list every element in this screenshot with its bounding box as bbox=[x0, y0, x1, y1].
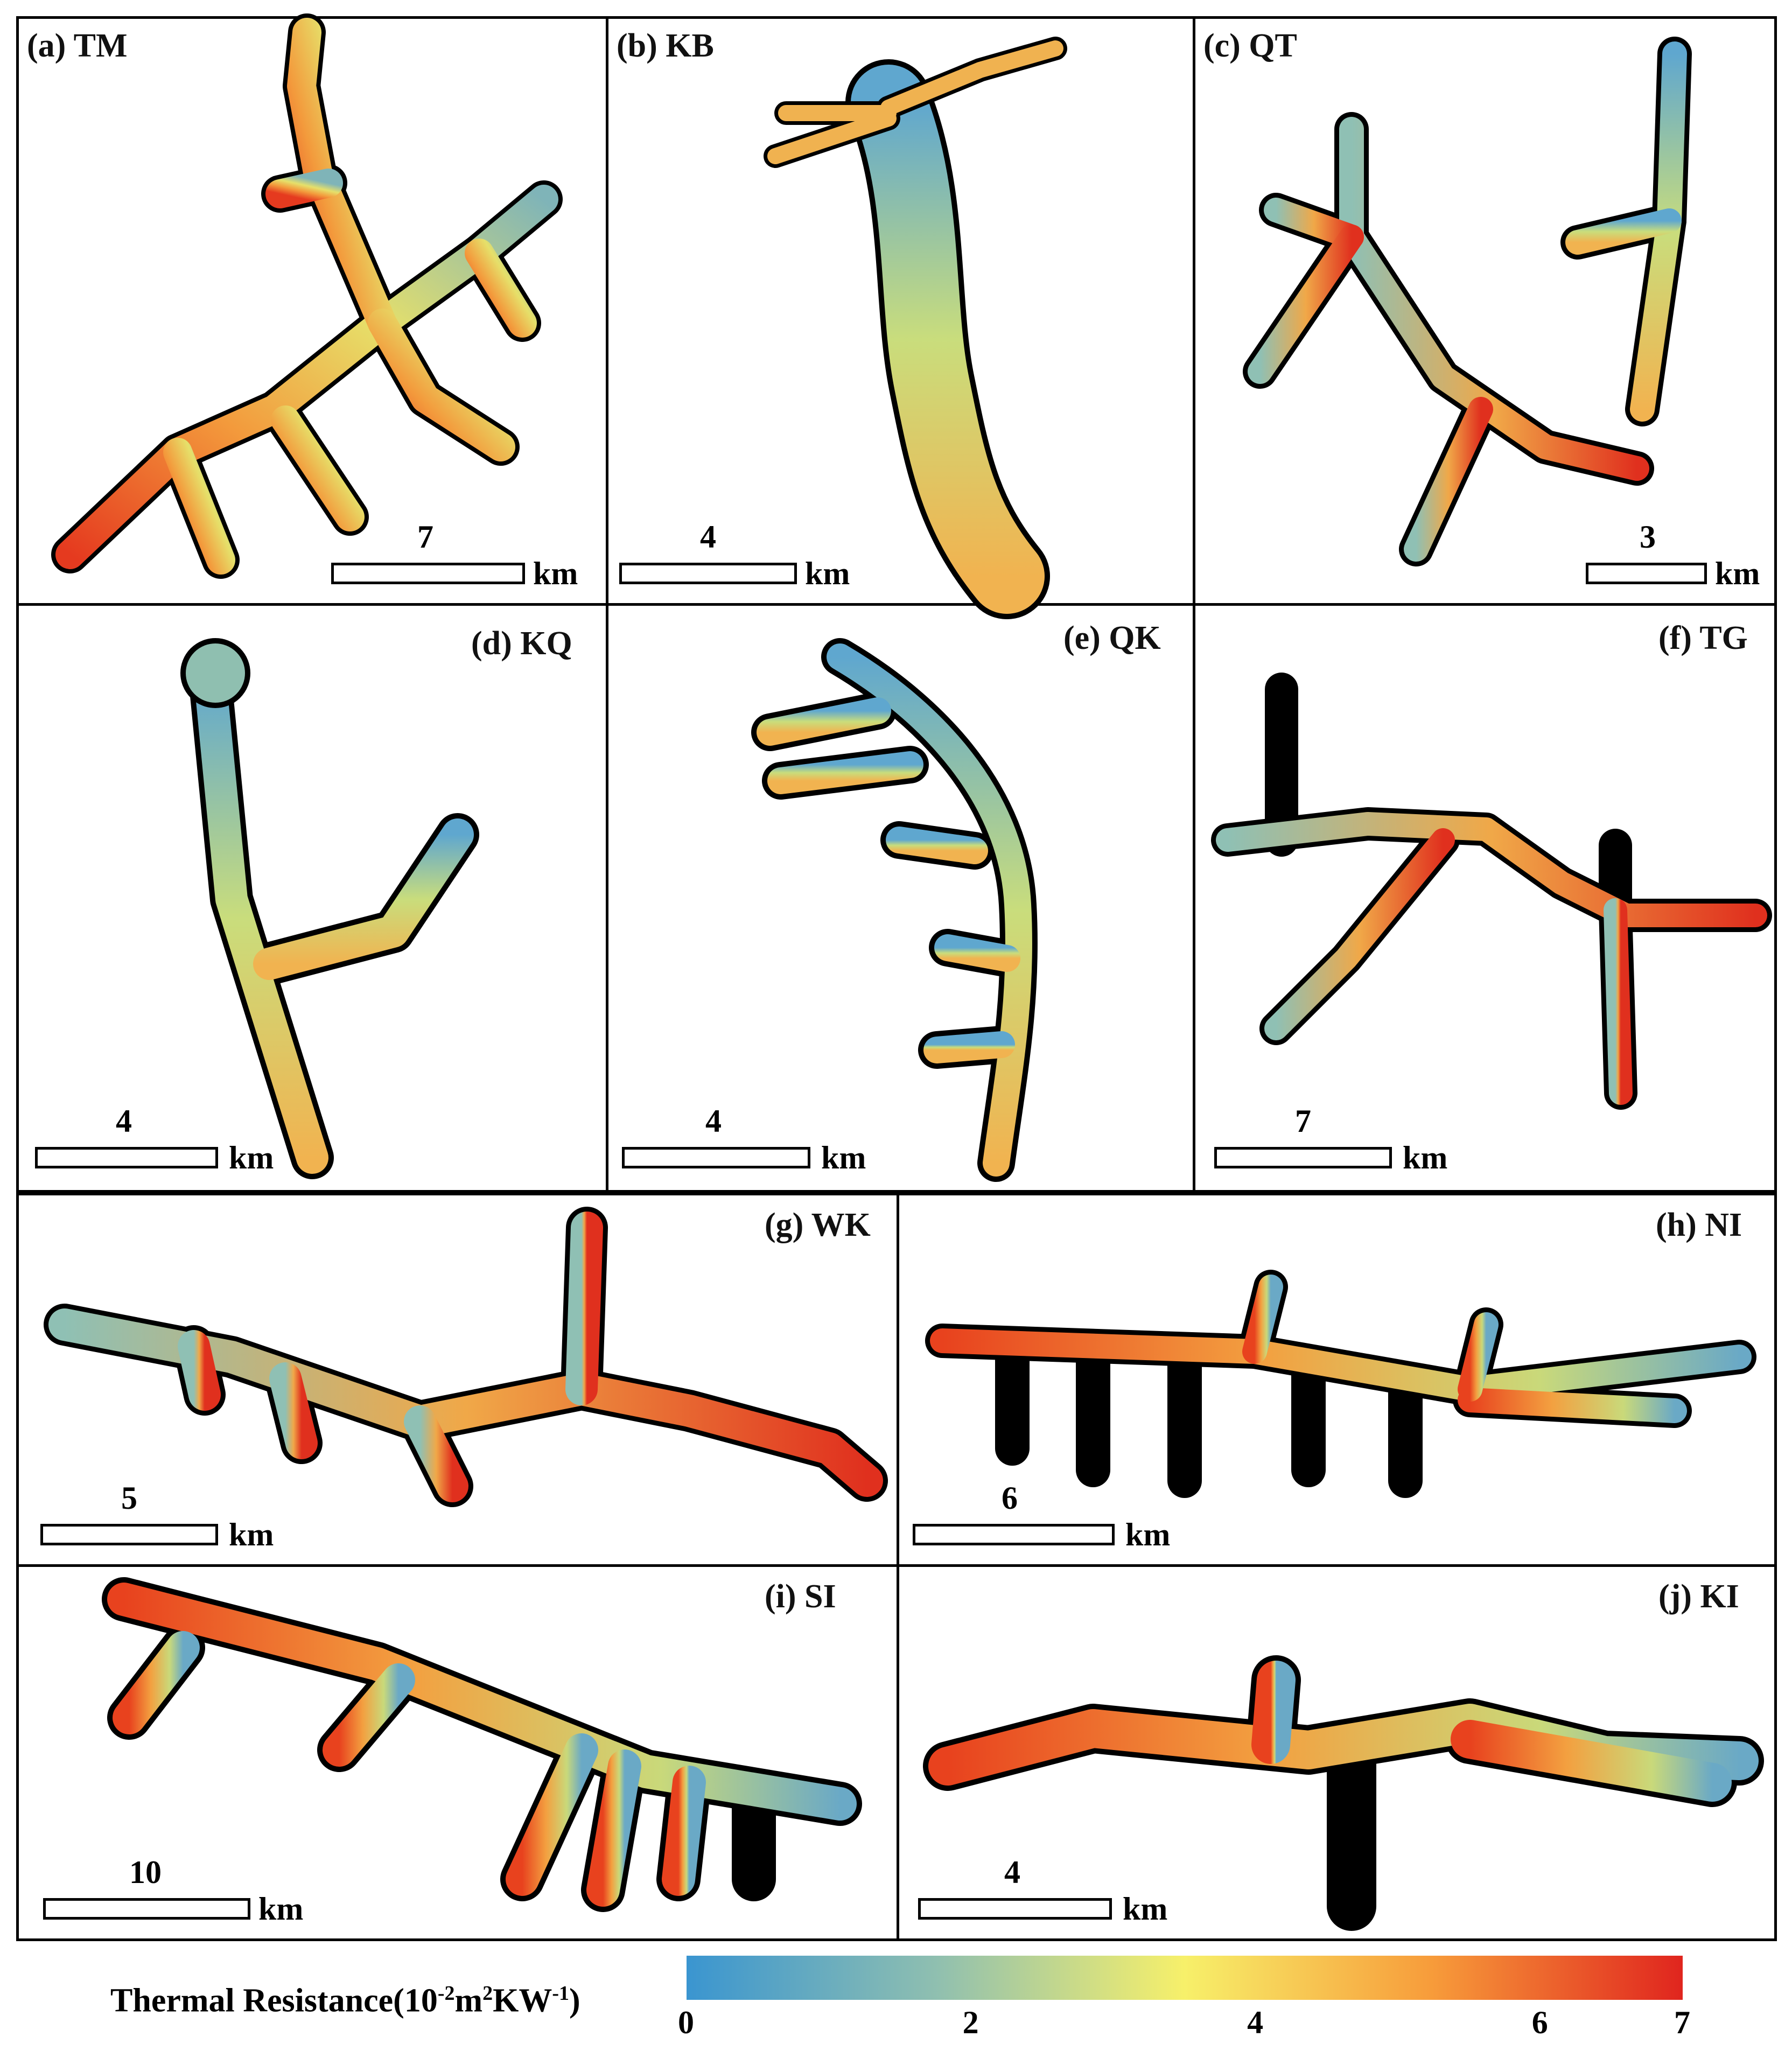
panel-a-scale-bar bbox=[331, 563, 525, 584]
glacier-kq-map bbox=[180, 638, 479, 1179]
panel-b-scale-unit: km bbox=[805, 556, 850, 591]
glacier-tm-map bbox=[51, 13, 563, 579]
legend-title-end: ) bbox=[569, 1982, 580, 2019]
colorbar-tick-6: 6 bbox=[1531, 2005, 1548, 2040]
panel-b-scale-value: 4 bbox=[700, 519, 716, 555]
panel-i-scale-value: 10 bbox=[129, 1854, 162, 1890]
panel-g-scale-bar bbox=[40, 1524, 218, 1545]
legend-title: Thermal Resistance(10-2m2KW-1) bbox=[110, 1982, 580, 2020]
panel-a-scale-unit: km bbox=[533, 556, 578, 591]
panel-e-scale-value: 4 bbox=[705, 1103, 722, 1139]
panel-j-scale-value: 4 bbox=[1004, 1854, 1020, 1890]
panel-e-scale-bar bbox=[622, 1147, 810, 1168]
glacier-ni-map bbox=[925, 1270, 1756, 1498]
panel-e-scale-unit: km bbox=[821, 1140, 866, 1175]
panel-g-label: (g) WK bbox=[765, 1207, 871, 1243]
panel-d-scale-unit: km bbox=[229, 1140, 274, 1175]
panel-d-label: (d) KQ bbox=[471, 625, 572, 662]
panel-d-scale-bar bbox=[35, 1147, 218, 1168]
panel-b-label: (b) KB bbox=[617, 27, 714, 64]
panel-c-label: (c) QT bbox=[1203, 27, 1297, 64]
legend-title-mid1: m bbox=[454, 1982, 483, 2019]
panel-f-scale-bar bbox=[1214, 1147, 1392, 1168]
glacier-qt-map bbox=[1243, 37, 1692, 566]
panel-h-scale-unit: km bbox=[1125, 1517, 1171, 1552]
panel-g-scale-value: 5 bbox=[121, 1480, 137, 1516]
panel-j-label: (j) KI bbox=[1658, 1578, 1739, 1615]
panel-j-scale-bar bbox=[918, 1898, 1112, 1920]
panel-c-scale-value: 3 bbox=[1640, 519, 1656, 555]
panel-c-scale-bar bbox=[1586, 563, 1707, 584]
glacier-qk-map bbox=[751, 638, 1038, 1182]
panel-a-scale-value: 7 bbox=[417, 519, 433, 555]
panel-f-scale-value: 7 bbox=[1295, 1103, 1311, 1139]
colorbar-tick-2: 2 bbox=[962, 2005, 979, 2040]
panel-f-label: (f) TG bbox=[1658, 620, 1748, 656]
panel-h-scale-bar bbox=[913, 1524, 1115, 1545]
glacier-si-map bbox=[102, 1577, 862, 1912]
panel-j-frame bbox=[897, 1564, 1777, 1941]
panel-e-label: (e) QK bbox=[1063, 620, 1161, 656]
panel-i-label: (i) SI bbox=[765, 1578, 836, 1615]
panel-g-scale-unit: km bbox=[229, 1517, 274, 1552]
panel-j-scale-unit: km bbox=[1123, 1891, 1168, 1927]
legend-title-main: Thermal Resistance(10 bbox=[110, 1982, 438, 2019]
colorbar-tick-4: 4 bbox=[1247, 2005, 1264, 2040]
panel-d-scale-value: 4 bbox=[116, 1103, 132, 1139]
glacier-tg-map bbox=[1211, 673, 1772, 1110]
panel-f-frame bbox=[1193, 603, 1777, 1193]
glacier-kb-map bbox=[764, 37, 1067, 619]
colorbar-tick-7: 7 bbox=[1674, 2005, 1690, 2040]
glacier-wk-map bbox=[44, 1207, 888, 1507]
colorbar-tick-0: 0 bbox=[678, 2005, 694, 2040]
panel-h-scale-value: 6 bbox=[1002, 1480, 1018, 1516]
legend-title-sup3: -1 bbox=[552, 1982, 570, 2005]
panel-f-scale-unit: km bbox=[1403, 1140, 1448, 1175]
legend-title-mid2: KW bbox=[493, 1982, 552, 2019]
panel-h-label: (h) NI bbox=[1656, 1207, 1742, 1243]
colorbar bbox=[687, 1956, 1683, 2000]
panel-c-scale-unit: km bbox=[1715, 556, 1760, 591]
glacier-ki-map bbox=[923, 1655, 1764, 1931]
panel-i-scale-bar bbox=[43, 1898, 250, 1920]
legend-title-sup2: 2 bbox=[482, 1982, 493, 2005]
panel-a-label: (a) TM bbox=[27, 27, 128, 64]
panel-i-scale-unit: km bbox=[258, 1891, 304, 1927]
panel-b-scale-bar bbox=[619, 563, 797, 584]
legend-title-sup1: -2 bbox=[437, 1982, 455, 2005]
